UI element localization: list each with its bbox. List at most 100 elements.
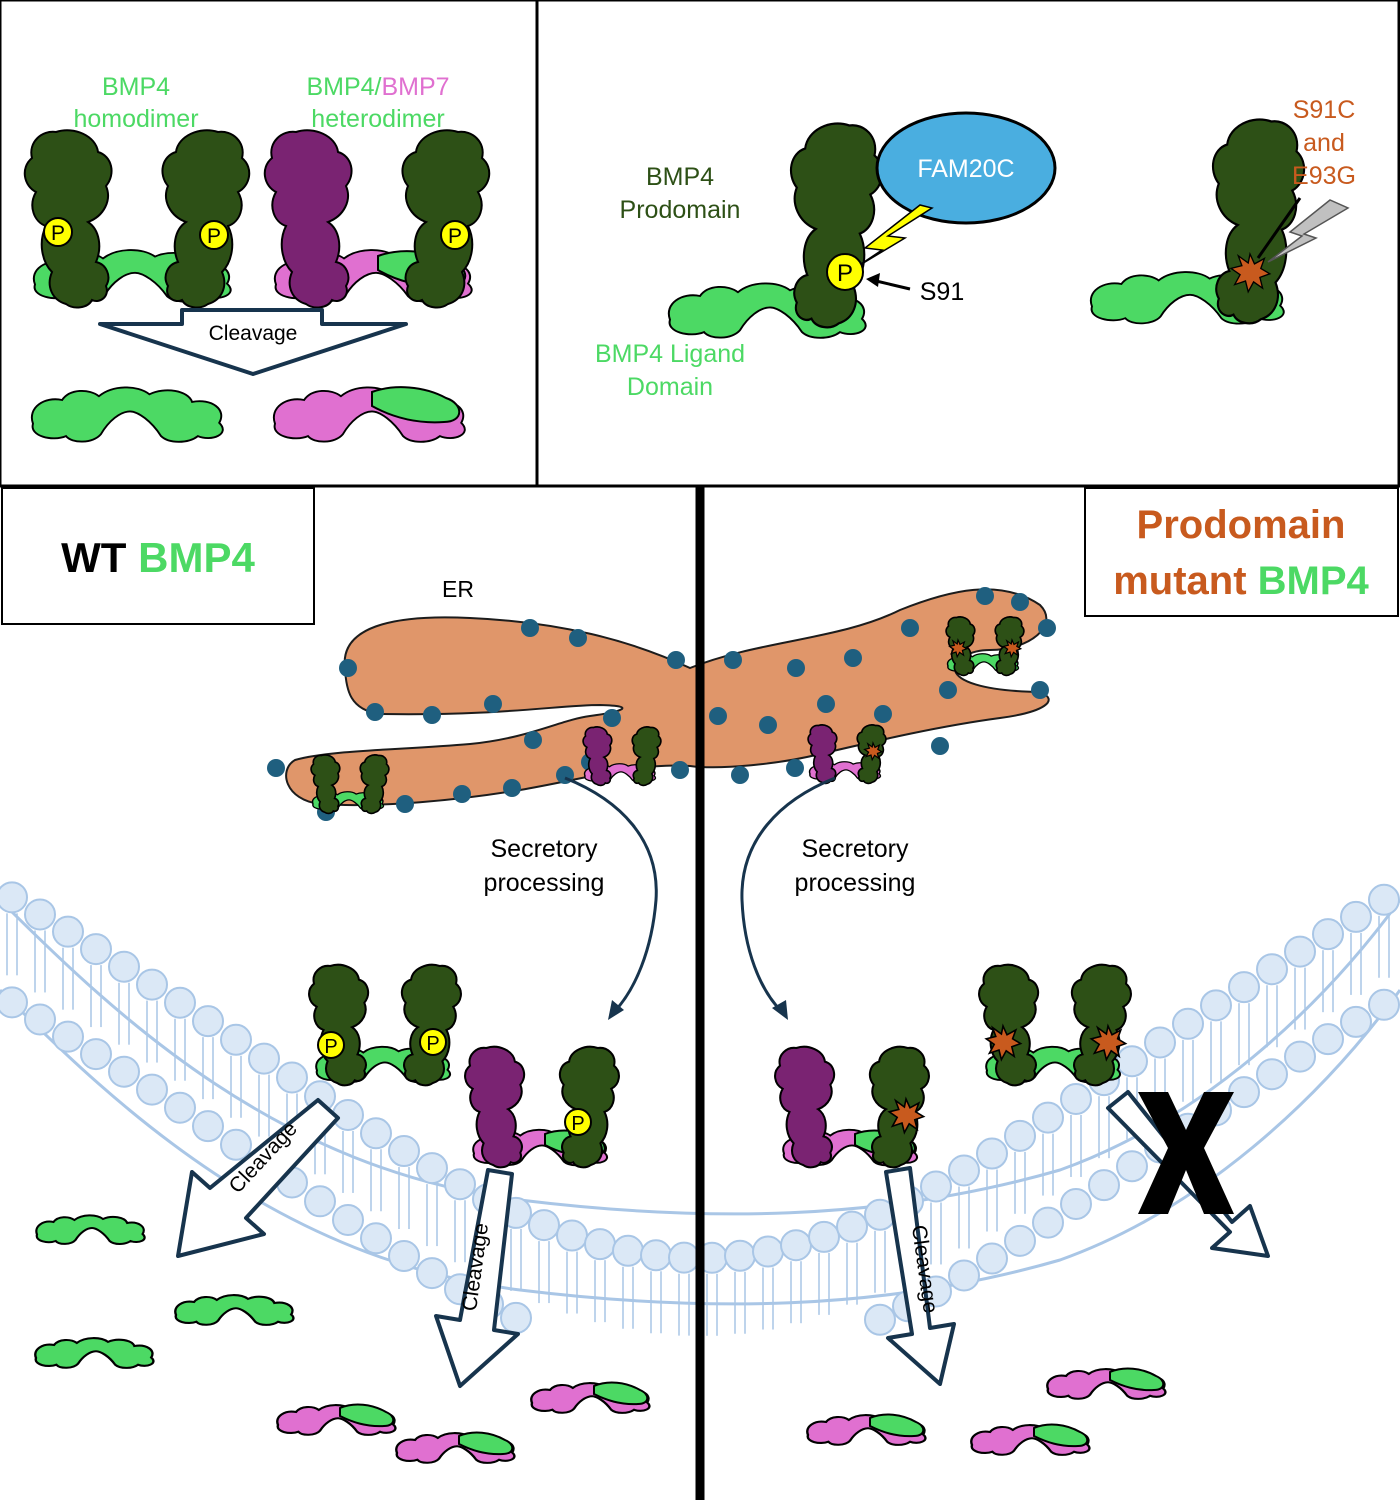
- phospho-icon: [317, 1031, 345, 1059]
- mature-bmp4-3: [34, 1336, 155, 1370]
- mature-heterodimer: [272, 386, 466, 443]
- lipid-head: [1340, 900, 1372, 933]
- lipid-head: [1340, 1005, 1372, 1038]
- lipid-head: [136, 968, 168, 1001]
- lipid-head: [192, 1005, 224, 1038]
- lipid-head: [248, 1042, 280, 1075]
- heterodimer-label-1: BMP4/BMP7: [306, 73, 449, 101]
- ribosome-dot: [786, 759, 804, 777]
- secretory-label-right-1: Secretory: [802, 835, 909, 863]
- ribosome-dot: [976, 587, 994, 605]
- lipid-head: [640, 1239, 672, 1272]
- secretory-label-left-1: Secretory: [491, 835, 598, 863]
- wt-title-box: [1, 487, 315, 625]
- bmp4-monomer-wt: [667, 122, 884, 339]
- lipid-head: [52, 915, 84, 948]
- ribosome-dot: [787, 659, 805, 677]
- lipid-head: [1368, 988, 1400, 1021]
- mutation-bolt-icon: [1267, 199, 1350, 263]
- lipid-head: [556, 1219, 588, 1252]
- lipid-head: [0, 881, 28, 914]
- ribosome-dot: [844, 649, 862, 667]
- lipid-head: [1032, 1101, 1064, 1134]
- lipid-head: [24, 898, 56, 931]
- lipid-head: [1200, 989, 1232, 1022]
- secretory-arrow-right: [740, 776, 836, 1020]
- secreted-bmp4-homodimer: P P: [308, 963, 462, 1087]
- lipid-head: [1144, 1026, 1176, 1059]
- lipid-head: [500, 1301, 532, 1334]
- lipid-head: [1284, 935, 1316, 968]
- lipid-head: [360, 1222, 392, 1255]
- mutant-title-line1: Prodomain: [1137, 503, 1346, 547]
- lipid-head: [724, 1239, 756, 1272]
- s91-label: S91: [920, 278, 964, 306]
- er-label: ER: [442, 576, 474, 602]
- mature-heterodimer-1: [530, 1381, 651, 1415]
- mature-heterodimer-3: [395, 1431, 516, 1465]
- mature-bmp4-1: [35, 1214, 146, 1246]
- lipid-head: [808, 1220, 840, 1253]
- ribosome-dot: [931, 737, 949, 755]
- cleavage-arrow-wt-a: Cleavage: [176, 1098, 340, 1258]
- lipid-head: [976, 1242, 1008, 1275]
- phospho-icon: [564, 1108, 592, 1136]
- mutant-title-mutant: mutant: [1113, 559, 1246, 603]
- phospho-label: P: [426, 1033, 439, 1055]
- ribosome-dot: [267, 759, 285, 777]
- mutant-title-line2: mutant BMP4: [1113, 559, 1369, 603]
- mature-mutant-heterodimer-3: [970, 1423, 1091, 1457]
- lipid-head: [1032, 1206, 1064, 1239]
- ribosome-dot: [874, 705, 892, 723]
- secreted-mutant-heterodimer: [774, 1045, 930, 1169]
- mutation-pointer: [1256, 197, 1302, 259]
- endoplasmic-reticulum: ER: [267, 576, 1056, 821]
- lipid-head: [220, 1128, 252, 1161]
- blocked-x-icon: [1138, 1092, 1234, 1214]
- ligand-domain-label-1: BMP4 Ligand: [595, 340, 745, 368]
- lipid-head: [164, 986, 196, 1019]
- lipid-head: [976, 1137, 1008, 1170]
- lipid-head: [304, 1185, 336, 1218]
- lipid-head: [332, 1203, 364, 1236]
- lipid-head: [416, 1152, 448, 1185]
- heterodimer-bmp7: BMP7: [381, 73, 449, 101]
- lipid-head: [1088, 1169, 1120, 1202]
- mature-mutant-heterodimer-1: [806, 1413, 927, 1447]
- bmp4-bmp7-heterodimer: P: [263, 129, 491, 309]
- lipid-head: [1256, 1058, 1288, 1091]
- ribosome-dot: [667, 651, 685, 669]
- lipid-head: [780, 1229, 812, 1262]
- secretory-label-left-2: processing: [484, 869, 605, 897]
- mature-bmp4-2: [174, 1293, 295, 1327]
- mutant-title-bmp4: BMP4: [1258, 559, 1370, 603]
- lipid-head: [24, 1003, 56, 1036]
- top-right-panel: BMP4 Prodomain FAM20C P S91 BMP4 Ligand …: [595, 96, 1356, 401]
- secretory-arrow-left: [564, 776, 658, 1020]
- lipid-head: [360, 1117, 392, 1150]
- mature-mutant-heterodimer-2: [1046, 1367, 1167, 1401]
- ribosome-dot: [731, 766, 749, 784]
- lipid-head: [0, 986, 28, 1019]
- lipid-head: [444, 1168, 476, 1201]
- ribosome-dot: [521, 619, 539, 637]
- lipid-head: [948, 1259, 980, 1292]
- lipid-head: [52, 1020, 84, 1053]
- lipid-head: [416, 1257, 448, 1290]
- secreted-heterodimer-left: P: [464, 1045, 620, 1169]
- phospho-label: P: [571, 1113, 584, 1135]
- secretory-label-right-2: processing: [795, 869, 916, 897]
- lipid-head: [1004, 1119, 1036, 1152]
- lipid-head: [108, 1055, 140, 1088]
- fam20c-label: FAM20C: [917, 155, 1014, 183]
- lipid-head: [1284, 1040, 1316, 1073]
- heterodimer-label-2: heterodimer: [311, 105, 444, 133]
- phospho-icon: [440, 220, 470, 250]
- mature-heterodimer-2: [276, 1403, 397, 1437]
- lipid-head: [108, 950, 140, 983]
- ribosome-dot: [484, 695, 502, 713]
- mutation-label-3: E93G: [1292, 162, 1356, 190]
- ribosome-dot: [817, 695, 835, 713]
- ribosome-dot: [901, 619, 919, 637]
- phosphorylation-bolt-icon: [854, 204, 934, 269]
